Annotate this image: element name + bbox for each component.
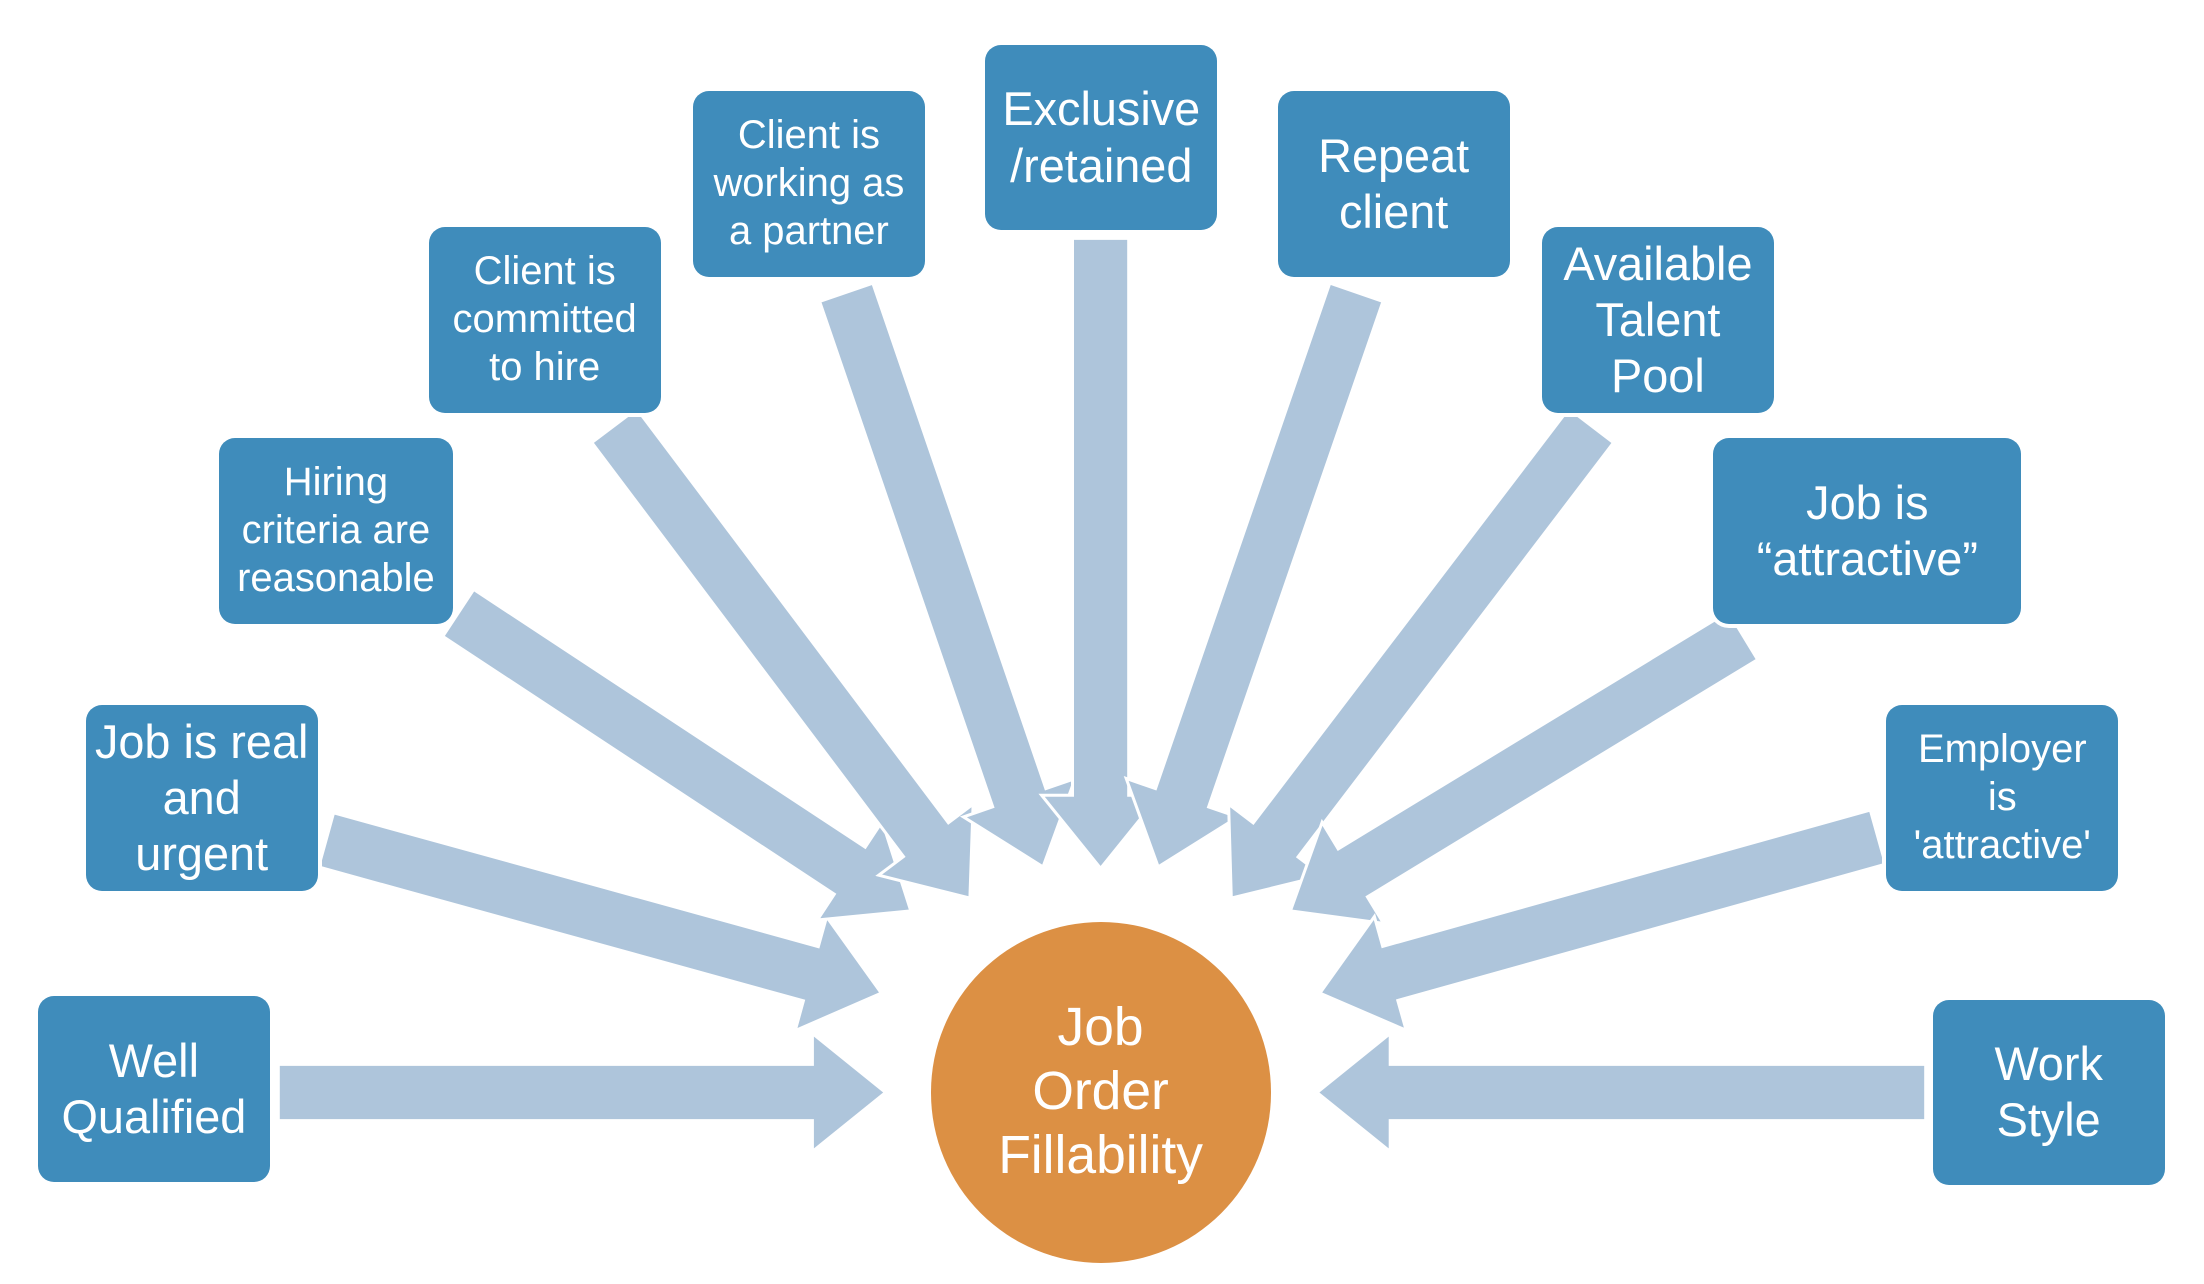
arrow-work-style [1314,1030,1928,1155]
center-node-label: Job Order Fillability [998,998,1203,1186]
factor-box-available-talent-pool: Available Talent Pool [1541,227,1774,413]
arrow-employer-attractive [1317,808,1888,1033]
factor-label: Job is “attractive” [1756,477,1978,586]
factor-box-work-style: Work Style [1932,1000,2165,1185]
factor-label: Employer is 'attractive' [1913,727,2091,868]
arrow-exclusive-retained [1038,236,1163,871]
factor-box-job-real-urgent: Job is real and urgent [85,705,318,891]
arrow-job-attractive [1288,609,1760,926]
arrow-client-partner [817,281,1078,870]
arrow-client-committed [589,406,975,901]
factor-label: Client is working as a partner [713,112,905,253]
factor-box-employer-attractive: Employer is 'attractive' [1886,705,2119,891]
factor-label: Repeat client [1318,129,1470,238]
factor-label: Exclusive /retained [1002,83,1201,192]
factor-label: Job is real and urgent [94,715,309,881]
factor-box-well-qualified: Well Qualified [37,995,270,1182]
arrow-job-real-urgent [316,810,884,1034]
factor-box-job-attractive: Job is “attractive” [1713,438,2022,625]
arrow-available-talent-pool [1227,406,1616,900]
factor-label: Client is committed to hire [452,249,637,389]
center-node-job-order-fillability: Job Order Fillability [930,922,1271,1263]
factor-box-exclusive-retained: Exclusive /retained [985,45,1218,230]
factor-label: Work Style [1994,1038,2103,1147]
arrow-well-qualified [276,1030,888,1155]
factor-box-client-committed: Client is committed to hire [428,227,661,413]
arrow-repeat-client [1123,281,1385,870]
factor-box-repeat-client: Repeat client [1277,90,1510,277]
factor-box-client-partner: Client is working as a partner [692,90,925,277]
factor-box-hiring-criteria: Hiring criteria are reasonable [219,438,453,625]
factor-label: Hiring criteria are reasonable [237,460,435,601]
factor-label: Well Qualified [61,1034,247,1143]
factor-label: Available Talent Pool [1563,237,1753,403]
